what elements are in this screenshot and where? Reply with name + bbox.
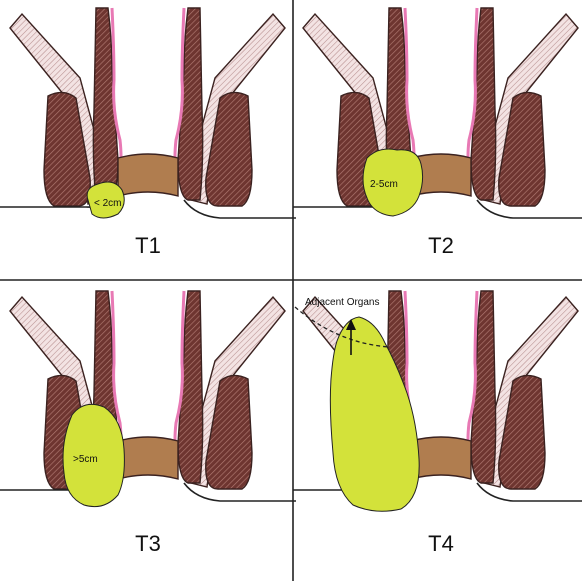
stage-label-t3: T3 — [135, 531, 161, 556]
tumor-size-label: >5cm — [73, 454, 98, 465]
stage-label-t2: T2 — [428, 233, 454, 258]
panel-t4: Adjacent Organs T4 — [293, 291, 582, 556]
adjacent-organs-label: Adjacent Organs — [305, 297, 380, 308]
panel-t3: >5cm T3 — [0, 291, 296, 556]
tumor-size-label: 2-5cm — [370, 179, 398, 190]
stage-label-t4: T4 — [428, 531, 454, 556]
stage-label-t1: T1 — [135, 233, 161, 258]
tumor-size-label: < 2cm — [94, 198, 122, 209]
panel-t1: < 2cm T1 — [0, 8, 296, 258]
panel-t2: 2-5cm T2 — [293, 8, 582, 258]
